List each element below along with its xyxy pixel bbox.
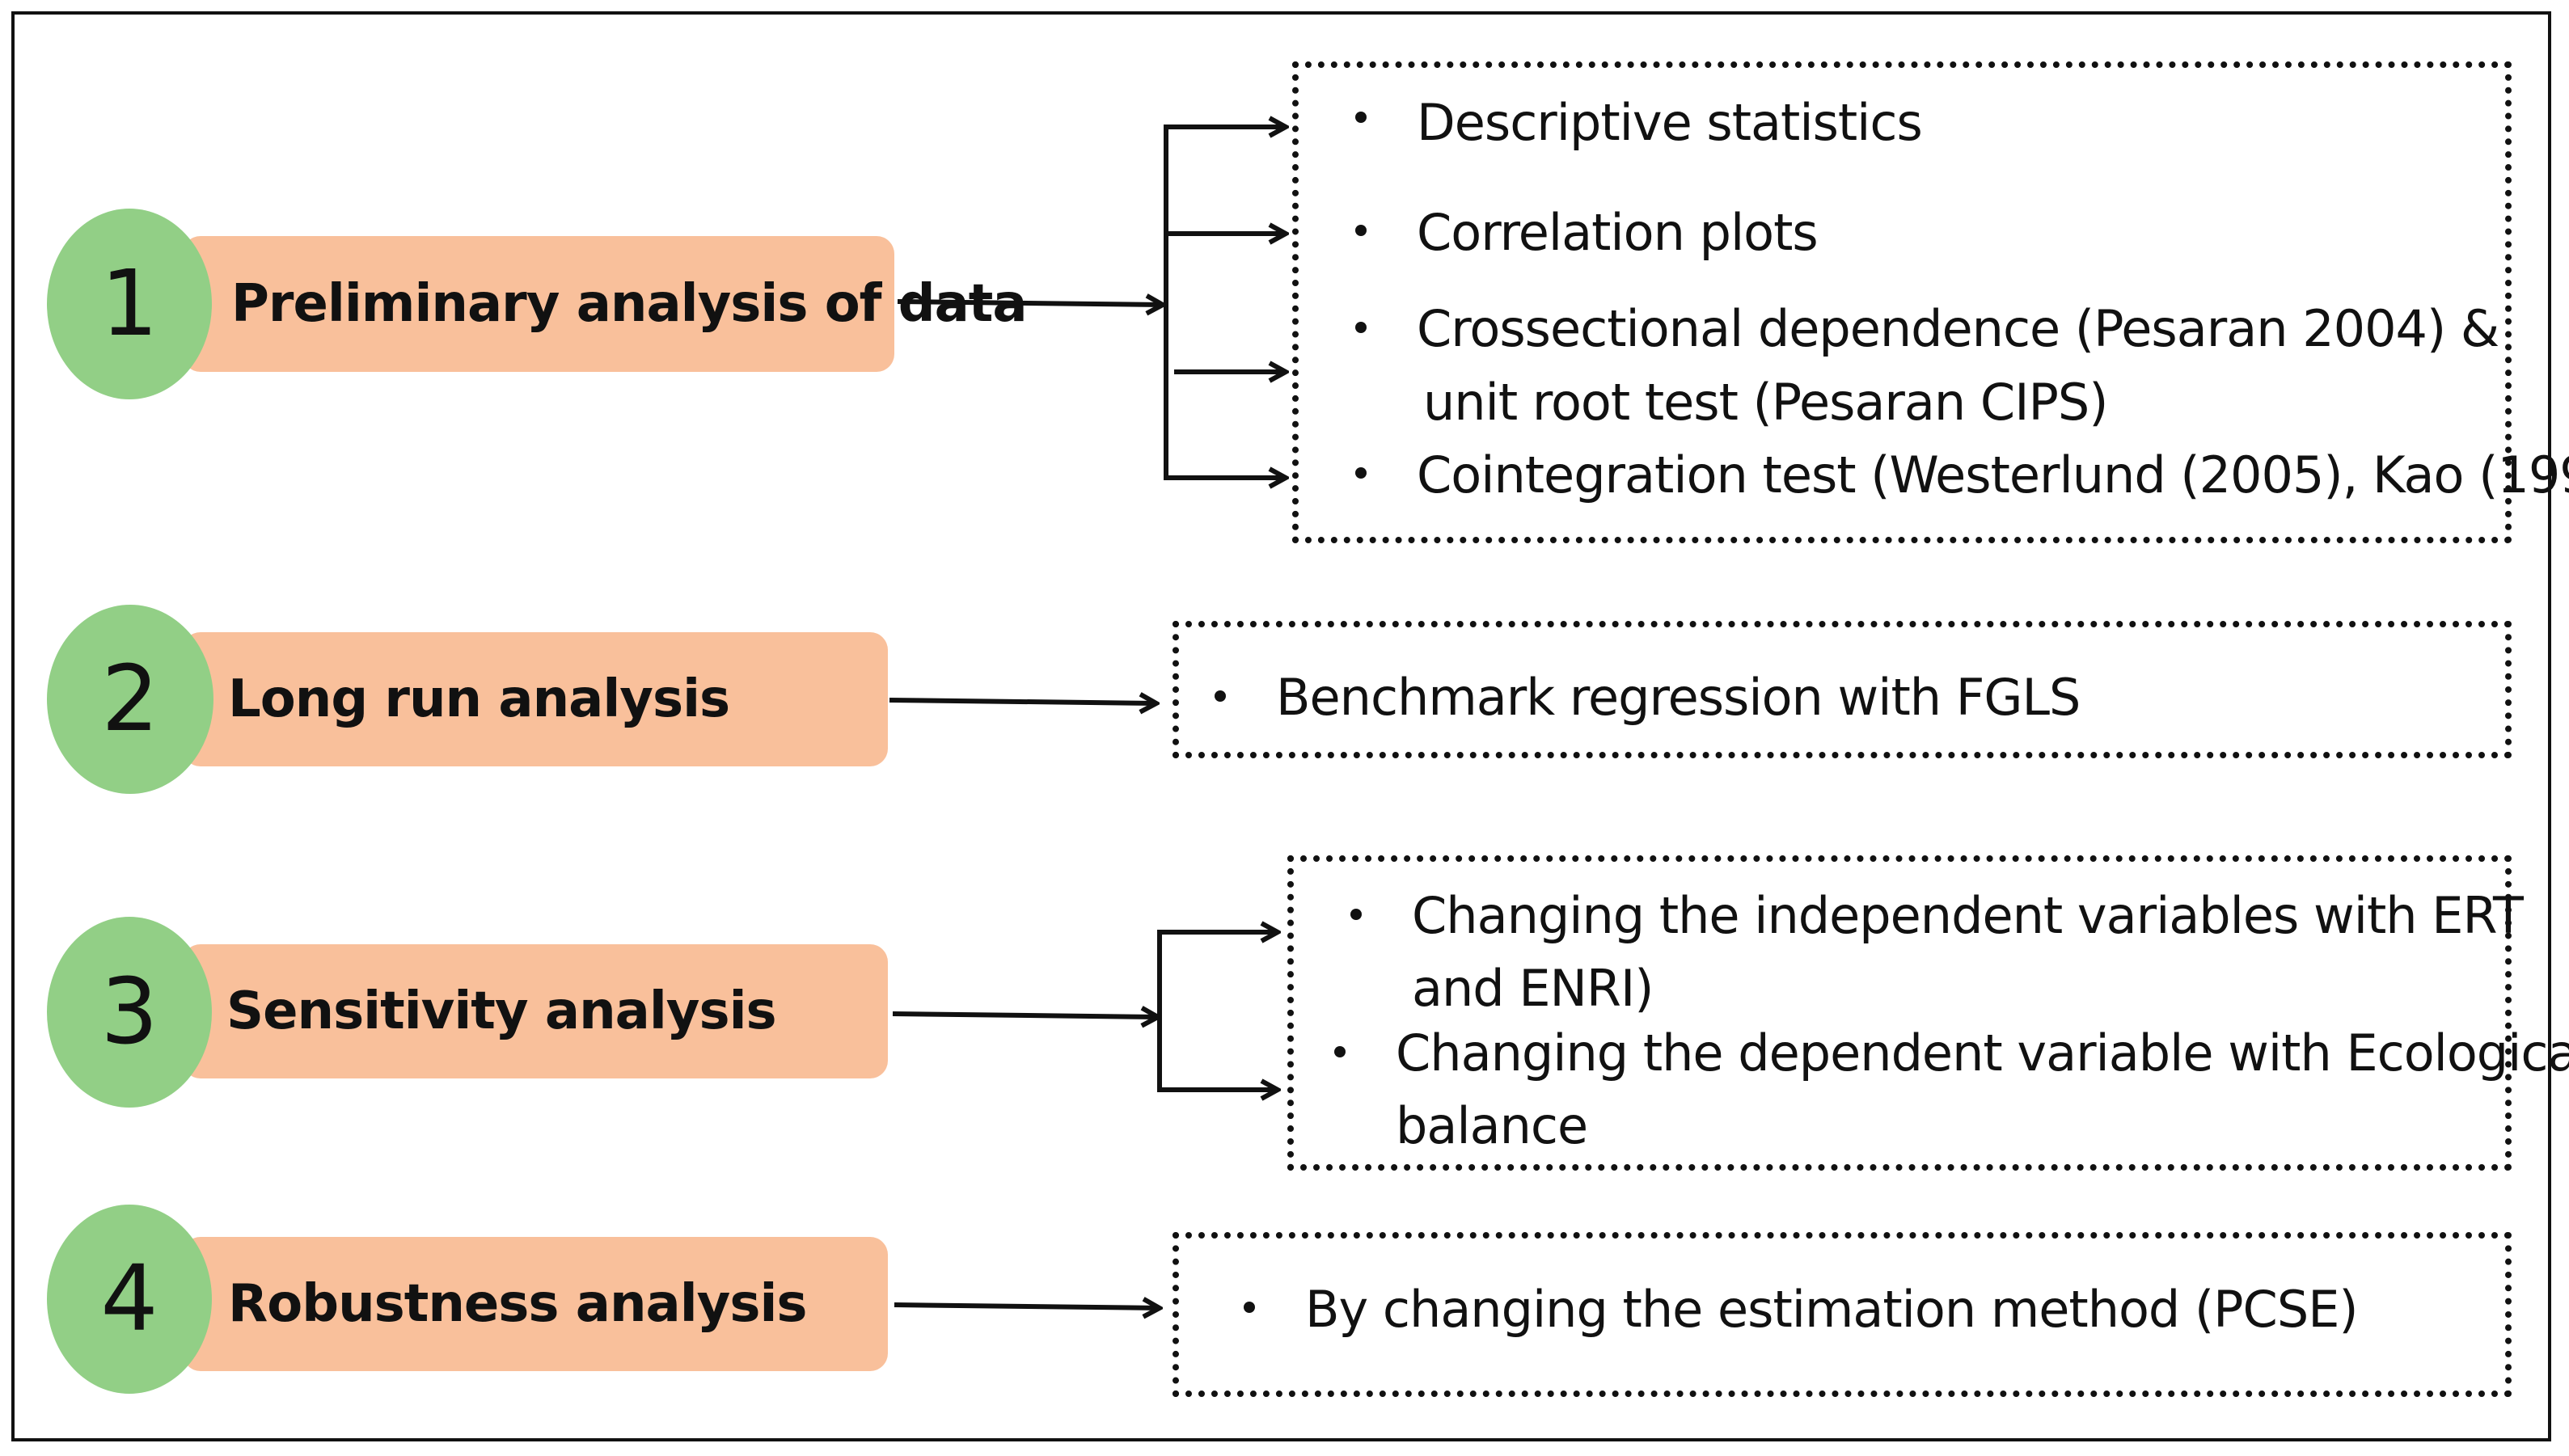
arrow-step3-main bbox=[892, 1014, 1158, 1017]
step3-item2-line1: Changing the dependent variable with Eco… bbox=[1396, 1023, 2569, 1083]
step1-number: 1 bbox=[100, 251, 158, 357]
bullet-dot bbox=[1244, 1302, 1255, 1313]
step3-item2-line2: balance bbox=[1396, 1096, 1588, 1155]
step1-item3-line2: unit root test (Pesaran CIPS) bbox=[1423, 373, 2108, 432]
step3-circle: 3 bbox=[47, 917, 212, 1108]
step3-item1-line1: Changing the independent variables with … bbox=[1412, 886, 2524, 945]
step1-outcomes-box bbox=[1292, 61, 2512, 543]
arrow-step2-main bbox=[889, 700, 1156, 703]
step3-number: 3 bbox=[100, 960, 158, 1065]
step2-circle: 2 bbox=[47, 605, 213, 794]
step1-item1-line1: Descriptive statistics bbox=[1417, 93, 1923, 152]
step4-circle: 4 bbox=[47, 1205, 212, 1394]
step2-outcomes-box bbox=[1173, 621, 2512, 758]
bullet-dot bbox=[1355, 225, 1367, 236]
step1-circle: 1 bbox=[47, 209, 212, 399]
bullet-dot bbox=[1355, 112, 1367, 123]
step2-title: Long run analysis bbox=[228, 669, 730, 729]
step2-item1-line1: Benchmark regression with FGLS bbox=[1276, 668, 2081, 727]
bullet-dot bbox=[1355, 467, 1367, 479]
step1-item4-line1: Cointegration test (Westerlund (2005), K… bbox=[1417, 445, 2569, 504]
step1-item3-line1: Crossectional dependence (Pesaran 2004) … bbox=[1417, 299, 2499, 358]
step2-pill: Long run analysis bbox=[183, 632, 888, 766]
step2-number: 2 bbox=[101, 647, 159, 752]
step1-pill: Preliminary analysis of data bbox=[183, 236, 1028, 372]
step3-title: Sensitivity analysis bbox=[226, 981, 777, 1041]
bullet-dot bbox=[1215, 690, 1226, 702]
step4-outcomes-box bbox=[1173, 1232, 2512, 1397]
arrow-step4-main bbox=[894, 1305, 1160, 1308]
diagram-frame bbox=[11, 11, 2551, 1441]
bullet-dot bbox=[1334, 1046, 1346, 1057]
bullet-dot bbox=[1355, 322, 1367, 333]
step1-item2-line1: Correlation plots bbox=[1417, 203, 1819, 262]
step1-title: Preliminary analysis of data bbox=[231, 274, 1028, 334]
step3-outcomes-box bbox=[1287, 855, 2512, 1171]
step4-number: 4 bbox=[100, 1247, 158, 1352]
arrow-step1-main bbox=[897, 302, 1163, 305]
step4-item1-line1: By changing the estimation method (PCSE) bbox=[1305, 1280, 2359, 1339]
step3-item1-line2: and ENRI) bbox=[1412, 959, 1654, 1018]
step4-pill: Robustness analysis bbox=[183, 1237, 888, 1371]
step3-pill: Sensitivity analysis bbox=[183, 944, 888, 1078]
bullet-dot bbox=[1350, 909, 1362, 920]
step4-title: Robustness analysis bbox=[228, 1274, 807, 1334]
